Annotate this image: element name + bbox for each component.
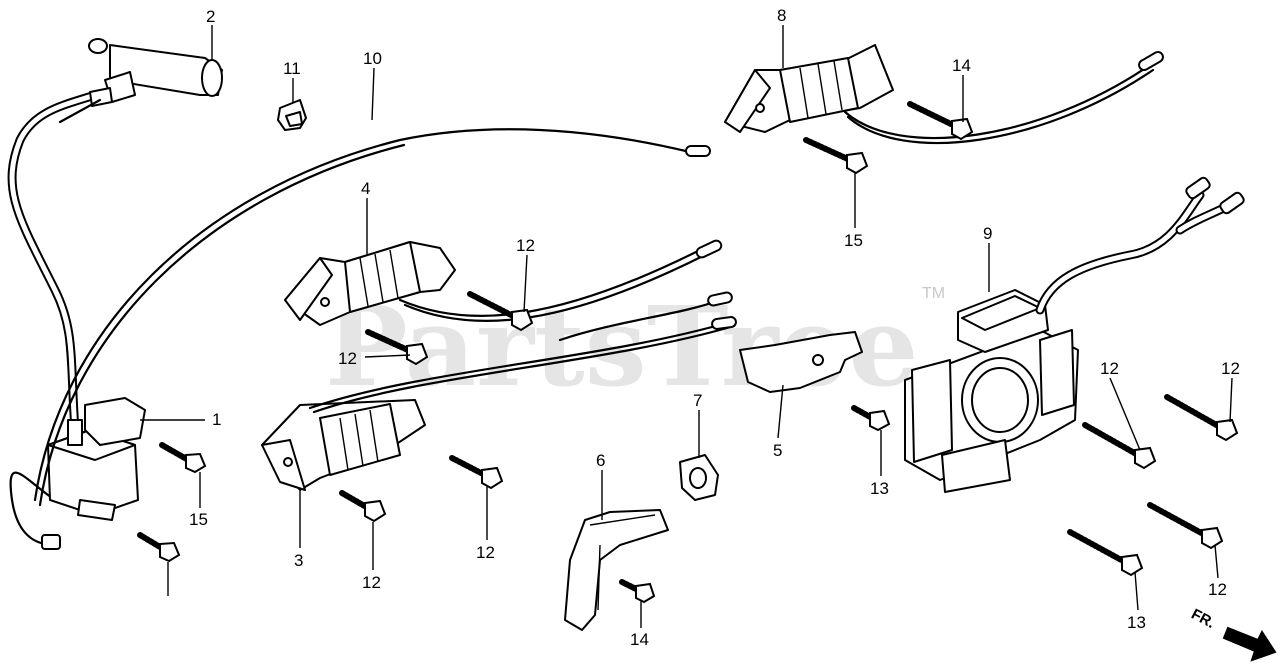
callout-14: 15 [844,231,863,250]
bolt-12-stator-a[interactable] [1082,422,1157,470]
callout-9: 9 [983,224,992,243]
callout-13: 13 [870,479,889,498]
callout-2: 2 [206,7,215,26]
callout-12: 12 [338,349,357,368]
bolt-14-bottom[interactable] [803,137,869,175]
bolt-12-coil3[interactable] [339,490,387,523]
charge-coil-4[interactable] [284,239,723,326]
callout-1: 1 [212,410,221,429]
callout-8: 8 [777,6,786,25]
bracket-5[interactable] [739,331,863,393]
spark-plug-cap[interactable] [88,38,223,107]
callout-12: 12 [1221,359,1240,378]
bracket-6[interactable] [564,509,669,631]
grommet-7[interactable] [679,454,719,501]
callout-12: 12 [516,236,535,255]
callout-12: 13 [1127,613,1146,632]
callout-6: 6 [596,451,605,470]
front-label: FR. [1188,606,1217,632]
coil-8[interactable] [724,44,1165,145]
ignition-coil[interactable] [7,90,146,550]
callout-15: 15 [189,510,208,529]
bolt-12-left[interactable] [365,329,429,366]
exciter-coil-3[interactable] [261,291,737,491]
bolt-13-bracket5[interactable] [851,405,891,432]
wire-harness-10[interactable] [33,98,711,507]
callout-3: 3 [294,551,303,570]
callout-14: 14 [952,56,971,75]
callout-7: 7 [693,391,702,410]
callout-5: 5 [773,441,782,460]
front-direction-indicator: FR. [1188,606,1277,662]
callout-12: 12 [1208,580,1227,599]
bolt-12-stator-b[interactable] [1164,394,1239,442]
wire-clip[interactable] [277,99,307,131]
bolt-12-stator-d[interactable] [1067,529,1144,577]
leader-lines [140,25,1233,628]
arrow-right-icon [1222,626,1277,662]
callout-4: 4 [361,179,370,198]
bolt-12-stator-c[interactable] [1147,502,1224,550]
bolt-13-bracket6[interactable] [619,579,656,604]
bolt-15b[interactable] [137,532,181,563]
callout-12: 12 [476,543,495,562]
stator-9[interactable] [904,176,1245,493]
callout-12: 12 [1100,359,1119,378]
watermark-tm: TM [922,285,945,302]
callout-13: 14 [630,630,649,649]
bolt-14-top[interactable] [907,101,974,141]
callout-11: 11 [283,59,301,78]
bolt-15a[interactable] [159,442,207,474]
bolt-12-mid[interactable] [449,455,504,490]
bolt-12-coil4[interactable] [467,291,534,332]
callout-10: 10 [363,49,382,68]
callout-12: 12 [362,573,381,592]
callout-labels: 1 2 3 4 5 6 7 8 9 10 11 12 12 12 12 12 1… [189,6,1240,649]
